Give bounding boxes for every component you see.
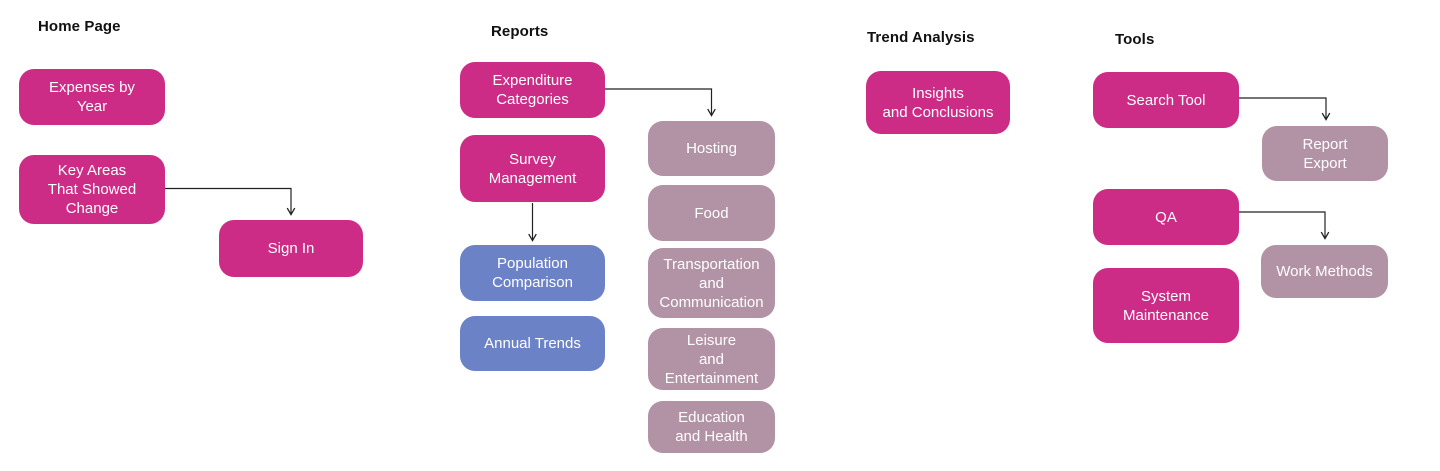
node-insights-and-conclusions[interactable]: Insights and Conclusions xyxy=(866,71,1010,134)
connector-qa-to-work-methods xyxy=(1239,211,1330,240)
section-title-home-page: Home Page xyxy=(38,18,121,35)
node-leisure-and-entertainment[interactable]: Leisure and Entertainment xyxy=(648,328,775,390)
node-transportation-and-communication[interactable]: Transportation and Communication xyxy=(648,248,775,318)
node-hosting[interactable]: Hosting xyxy=(648,121,775,176)
node-expenses-by-year[interactable]: Expenses by Year xyxy=(19,69,165,125)
node-education-and-health[interactable]: Education and Health xyxy=(648,401,775,453)
node-population-comparison[interactable]: Population Comparison xyxy=(460,245,605,301)
section-title-tools: Tools xyxy=(1115,31,1155,48)
node-system-maintenance[interactable]: System Maintenance xyxy=(1093,268,1239,343)
node-key-areas-that-showed-change[interactable]: Key Areas That Showed Change xyxy=(19,155,165,224)
connector-expenditure-to-hosting xyxy=(605,88,716,117)
section-title-reports: Reports xyxy=(491,23,549,40)
node-search-tool[interactable]: Search Tool xyxy=(1093,72,1239,128)
node-work-methods[interactable]: Work Methods xyxy=(1261,245,1388,298)
connector-search-tool-to-report-export xyxy=(1239,97,1331,121)
node-survey-management[interactable]: Survey Management xyxy=(460,135,605,202)
node-report-export[interactable]: Report Export xyxy=(1262,126,1388,181)
node-annual-trends[interactable]: Annual Trends xyxy=(460,316,605,371)
node-food[interactable]: Food xyxy=(648,185,775,241)
connector-key-areas-to-sign-in xyxy=(165,187,296,216)
node-expenditure-categories[interactable]: Expenditure Categories xyxy=(460,62,605,118)
node-sign-in[interactable]: Sign In xyxy=(219,220,363,277)
section-title-trend-analysis: Trend Analysis xyxy=(867,29,975,46)
node-qa[interactable]: QA xyxy=(1093,189,1239,245)
